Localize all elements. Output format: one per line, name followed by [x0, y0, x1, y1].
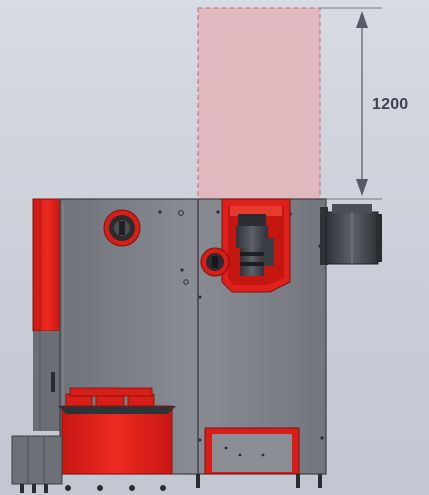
left-side-panel [32, 198, 62, 431]
dimension-arrow [320, 7, 382, 200]
clearance-zone [198, 8, 320, 200]
flue-pipe-icon [320, 204, 382, 265]
clearance-zone-border [197, 7, 321, 201]
feed-box [11, 435, 63, 485]
dimension-label: 1200 [372, 96, 409, 113]
side-handle [51, 372, 55, 392]
ash-drawer [58, 387, 176, 475]
inspection-port-icon [103, 209, 141, 247]
fan-port-icon [200, 247, 230, 277]
lower-door [204, 427, 300, 475]
boiler-feet [20, 474, 322, 493]
burner-motor-icon [236, 214, 274, 276]
